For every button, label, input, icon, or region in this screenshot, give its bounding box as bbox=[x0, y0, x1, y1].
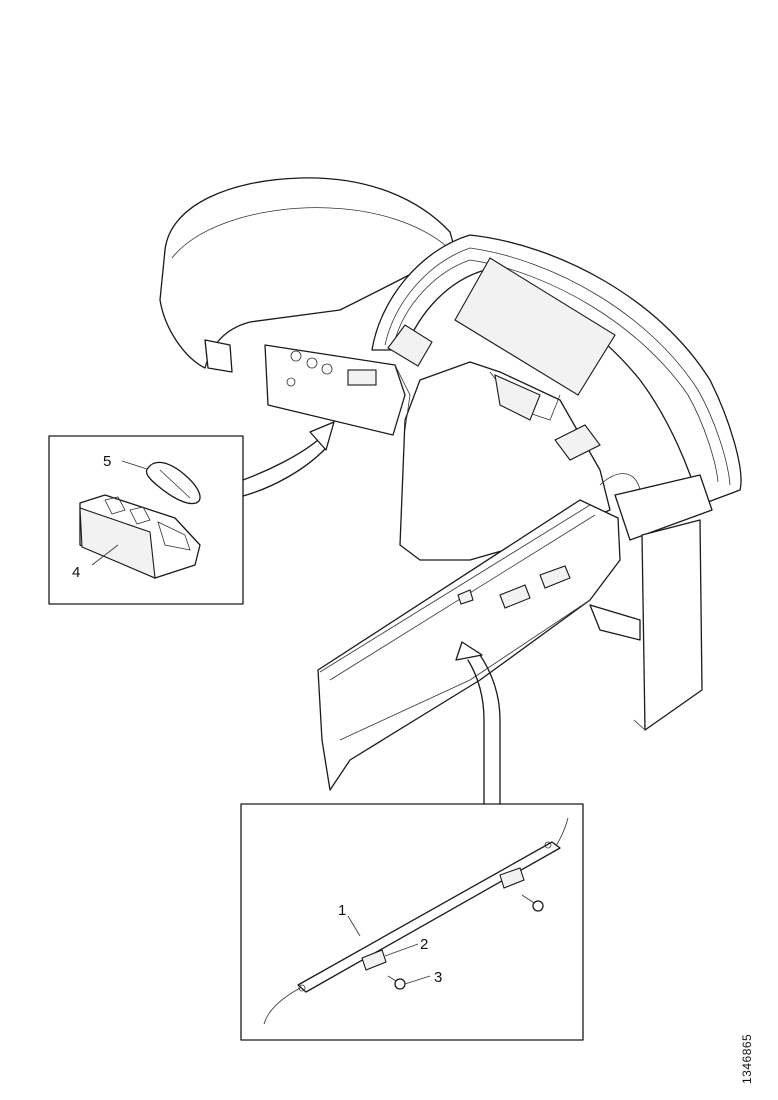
screw-part-2 bbox=[521, 894, 544, 912]
dashboard-assembly bbox=[159, 177, 742, 791]
bulb-part bbox=[121, 460, 201, 505]
detail-box-switch: 5 4 bbox=[48, 421, 335, 605]
callout-1: 1 bbox=[338, 902, 346, 919]
screw-part bbox=[387, 975, 406, 990]
callout-3: 3 bbox=[434, 969, 442, 986]
callout-5: 5 bbox=[103, 453, 111, 470]
clip-part-2 bbox=[499, 867, 525, 889]
trim-strip-part bbox=[263, 817, 569, 1025]
document-reference-number: 1346865 bbox=[740, 1033, 754, 1084]
detail-box-trim-strip: 1 2 3 bbox=[240, 641, 584, 1041]
clip-part bbox=[361, 949, 387, 971]
callout-2: 2 bbox=[420, 936, 428, 953]
switch-part bbox=[79, 494, 201, 579]
callout-4: 4 bbox=[72, 564, 80, 581]
